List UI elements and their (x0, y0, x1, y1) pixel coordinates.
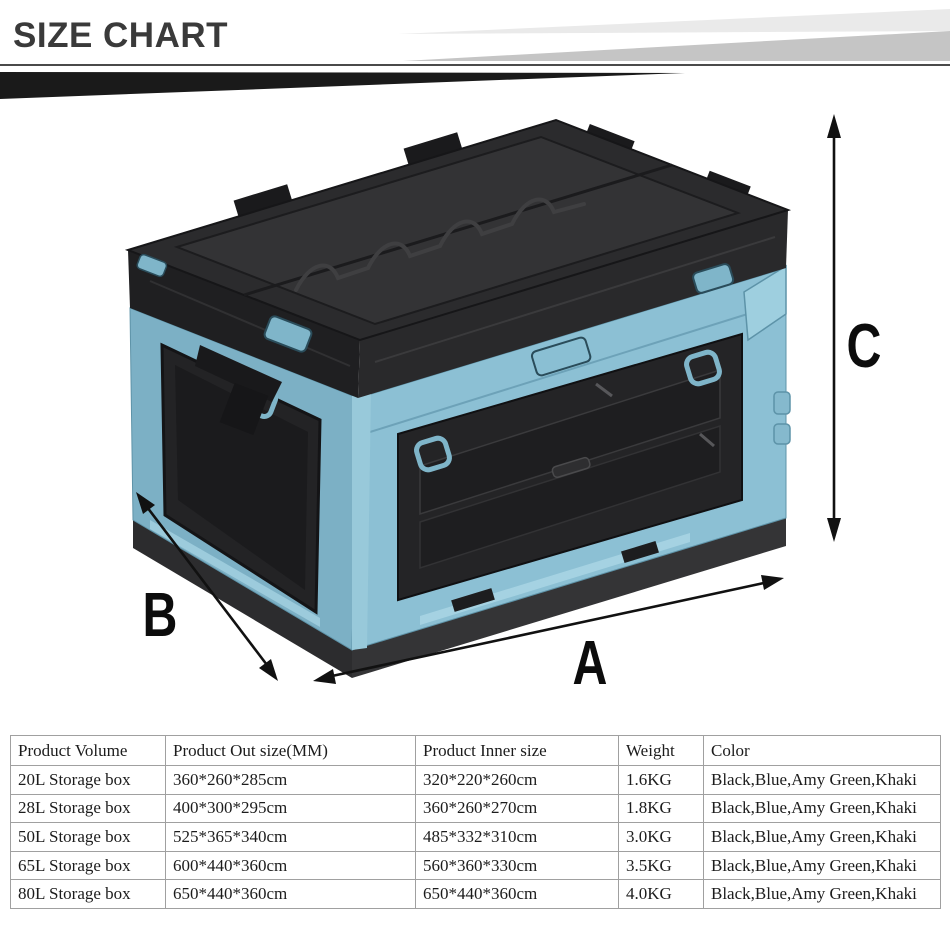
decor-divider-line (0, 64, 950, 66)
table-row: 50L Storage box 525*365*340cm 485*332*31… (10, 822, 941, 852)
front-bottom-latch-1 (451, 588, 495, 612)
box-base-front (352, 518, 786, 678)
panel-highlight-2 (699, 432, 715, 448)
dimension-label-b: B (143, 580, 178, 649)
arrow-a-head-right (761, 575, 784, 590)
cell-color: Black,Blue,Amy Green,Khaki (703, 879, 941, 909)
lid-left-face (128, 250, 360, 398)
right-hinge-1 (773, 391, 791, 415)
arrow-c-head-bottom (827, 518, 841, 542)
cell-out-size: 650*440*360cm (165, 879, 416, 909)
front-door-upper (419, 368, 721, 516)
table-row: 80L Storage box 650*440*360cm 650*440*36… (10, 879, 941, 909)
column-header-color: Color (703, 735, 941, 766)
cell-volume: 20L Storage box (10, 765, 166, 795)
arrow-c-head-top (827, 114, 841, 138)
right-hinge-2 (773, 423, 791, 445)
front-groove (369, 301, 787, 433)
cell-volume: 50L Storage box (10, 822, 166, 852)
cell-inner-size: 360*260*270cm (415, 793, 619, 824)
cell-inner-size: 320*220*260cm (415, 765, 619, 795)
cell-out-size: 400*300*295cm (165, 793, 416, 824)
front-bottom-latch-2 (621, 540, 659, 564)
cell-out-size: 360*260*285cm (165, 765, 416, 795)
lid-back-tab-1 (233, 184, 293, 218)
lid-latch-right (692, 263, 735, 294)
arrow-b-shaft (145, 506, 269, 666)
cell-weight: 1.8KG (618, 793, 704, 824)
front-door-handle (551, 456, 591, 479)
table-row: 28L Storage box 400*300*295cm 360*260*27… (10, 793, 941, 824)
column-header-weight: Weight (618, 735, 704, 766)
cell-color: Black,Blue,Amy Green,Khaki (703, 850, 941, 881)
front-door-lower (419, 424, 721, 570)
lid-latch-left (263, 315, 313, 353)
lid-split-line (243, 163, 673, 297)
column-header-inner-size: Product Inner size (415, 735, 619, 766)
dimension-arrow-c: C (827, 114, 881, 542)
left-handle-hardware-2 (219, 382, 269, 436)
cell-inner-size: 650*440*360cm (415, 879, 619, 909)
cell-out-size: 600*440*360cm (165, 850, 416, 881)
page-title: SIZE CHART (13, 16, 228, 55)
lid-front-face (358, 210, 788, 398)
product-illustration: C A B (124, 114, 881, 697)
left-bottom-slat (150, 520, 320, 627)
table-row: 20L Storage box 360*260*285cm 320*220*26… (10, 765, 941, 795)
cell-weight: 3.5KG (618, 850, 704, 881)
front-latch-buckle-left (414, 435, 452, 473)
cell-color: Black,Blue,Amy Green,Khaki (703, 822, 941, 852)
cell-inner-size: 560*360*330cm (415, 850, 619, 881)
size-table: Product Volume Product Out size(MM) Prod… (10, 735, 941, 909)
right-corner-bracket (743, 264, 787, 342)
lid-wavy-ridge (294, 197, 586, 292)
cell-weight: 1.6KG (618, 765, 704, 795)
cell-out-size: 525*365*340cm (165, 822, 416, 852)
table-header-row: Product Volume Product Out size(MM) Prod… (10, 735, 941, 766)
cell-weight: 3.0KG (618, 822, 704, 852)
dimension-label-c: C (847, 311, 882, 380)
dimension-arrow-a: A (313, 575, 784, 697)
dimension-label-a: A (573, 628, 608, 697)
lid-latch-front (530, 336, 592, 377)
lid-front-groove (374, 236, 776, 363)
column-header-volume: Product Volume (10, 735, 166, 766)
lid-left-groove (149, 280, 351, 367)
cell-color: Black,Blue,Amy Green,Khaki (703, 793, 941, 824)
cell-volume: 80L Storage box (10, 879, 166, 909)
left-handle-hardware (195, 345, 282, 402)
arrow-b-head-bottom (259, 659, 278, 681)
cell-volume: 65L Storage box (10, 850, 166, 881)
lid-back-tab-2 (403, 132, 463, 166)
lid-latch-corner (136, 253, 168, 278)
cell-volume: 28L Storage box (10, 793, 166, 824)
front-corner-post (352, 390, 371, 650)
storage-box (124, 118, 792, 678)
front-latch-buckle-right (684, 349, 722, 387)
panel-highlight-1 (595, 382, 613, 398)
arrow-b-head-top (136, 492, 155, 514)
cell-color: Black,Blue,Amy Green,Khaki (703, 765, 941, 795)
cell-weight: 4.0KG (618, 879, 704, 909)
cell-inner-size: 485*332*310cm (415, 822, 619, 852)
table-row: 65L Storage box 600*440*360cm 560*360*33… (10, 850, 941, 881)
arrow-a-shaft (331, 581, 765, 678)
dimension-arrow-b: B (136, 492, 278, 681)
arrow-a-head-left (313, 669, 336, 684)
column-header-out-size: Product Out size(MM) (165, 735, 416, 766)
left-opening-inner (175, 365, 308, 590)
